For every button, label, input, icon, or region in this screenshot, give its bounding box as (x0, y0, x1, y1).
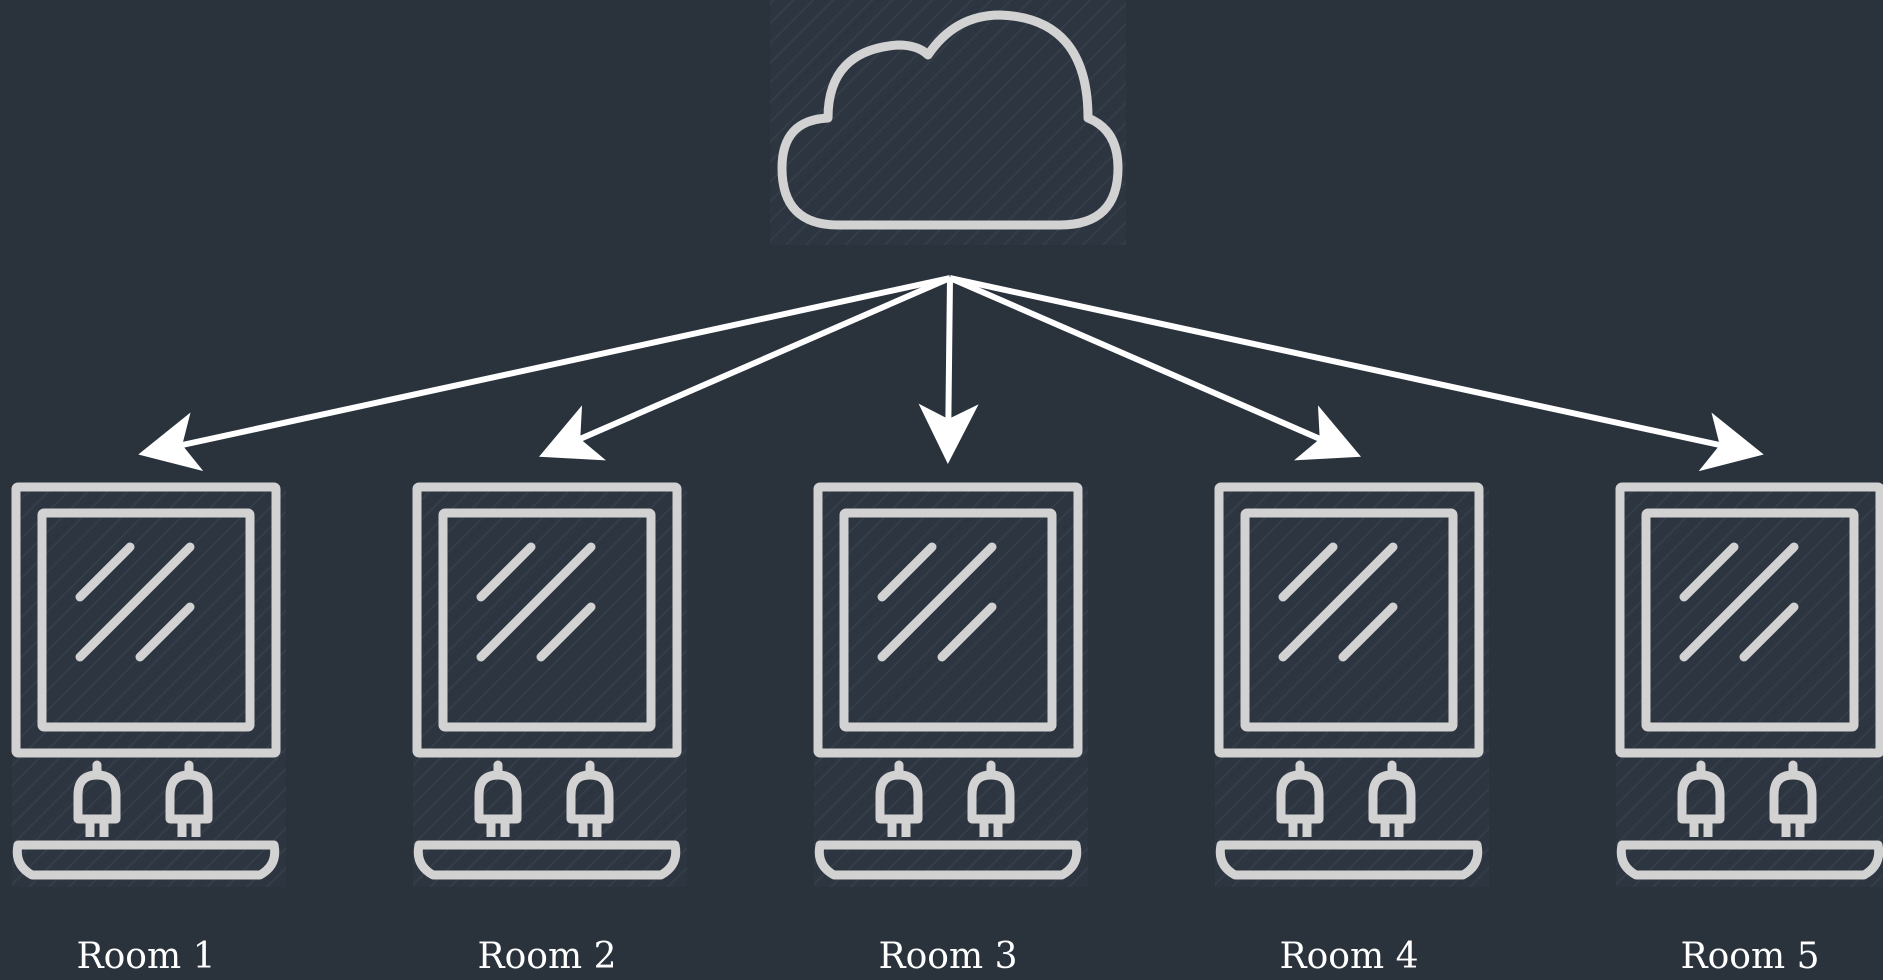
arrow-to-room-3 (918, 277, 979, 464)
room-icon (814, 487, 1088, 887)
arrow-to-room-4 (948, 275, 1362, 461)
room-node-2 (413, 487, 687, 887)
room-node-4 (1215, 487, 1489, 887)
cloud-icon (770, 0, 1126, 245)
room-label-4: Room 4 (1280, 936, 1419, 977)
room-label-5: Room 5 (1681, 936, 1820, 977)
room-node-3 (814, 487, 1088, 887)
arrow-to-room-1 (138, 275, 951, 472)
room-icon (413, 487, 687, 887)
room-icon (1215, 487, 1489, 887)
room-label-1: Room 1 (77, 936, 216, 977)
room-label-3: Room 3 (879, 936, 1018, 977)
room-icon (12, 487, 286, 887)
room-label-2: Room 2 (478, 936, 617, 977)
arrow-to-room-2 (538, 275, 952, 461)
room-icon (1616, 487, 1883, 887)
arrow-to-room-5 (949, 275, 1764, 472)
connection-arrows (138, 275, 1764, 472)
room-node-1 (12, 487, 286, 887)
room-node-5 (1616, 487, 1883, 887)
